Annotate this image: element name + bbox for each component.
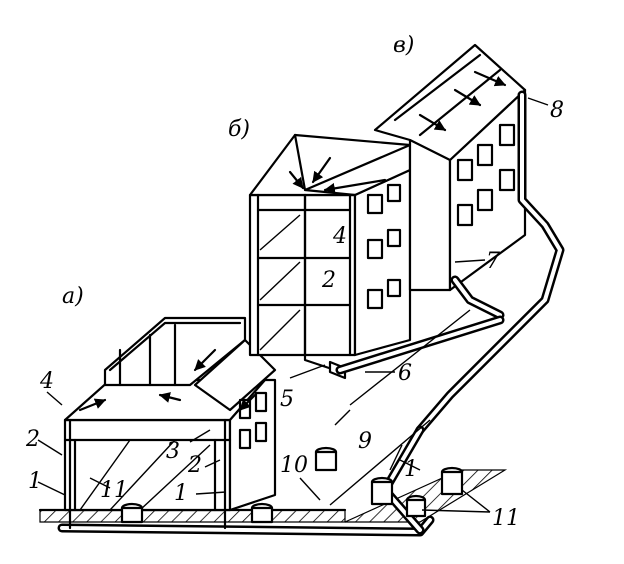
section-label-a: а): [62, 284, 84, 309]
callout-6: 6: [398, 361, 412, 386]
callout-4-left: 4: [39, 369, 54, 394]
section-label-c: в): [393, 33, 414, 58]
leader-lines: [37, 97, 549, 513]
callout-2-b: 2: [321, 268, 336, 293]
callout-7: 7: [486, 249, 500, 274]
callout-5: 5: [280, 387, 294, 412]
callout-1-left: 1: [28, 469, 42, 494]
building-b: [248, 133, 412, 380]
section-label-b: б): [228, 117, 250, 142]
manhole: [405, 494, 427, 518]
callout-4-b: 4: [332, 224, 347, 249]
callout-1-mid: 1: [174, 481, 188, 506]
manholes: [120, 446, 464, 524]
building-c: [373, 43, 565, 435]
manhole: [370, 476, 394, 506]
callout-3: 3: [166, 439, 180, 464]
callout-8: 8: [550, 98, 564, 123]
callout-2-left: 2: [25, 427, 40, 452]
callout-2-mid: 2: [187, 453, 202, 478]
manhole: [440, 466, 464, 496]
callout-11-right: 11: [492, 506, 520, 531]
manhole: [120, 502, 144, 524]
callout-10: 10: [280, 453, 308, 478]
manhole: [250, 502, 274, 524]
building-a: [63, 316, 277, 530]
callout-1-right: 1: [404, 457, 418, 482]
manhole: [314, 446, 338, 472]
callout-9: 9: [358, 429, 372, 454]
callout-11-left: 11: [100, 478, 128, 503]
